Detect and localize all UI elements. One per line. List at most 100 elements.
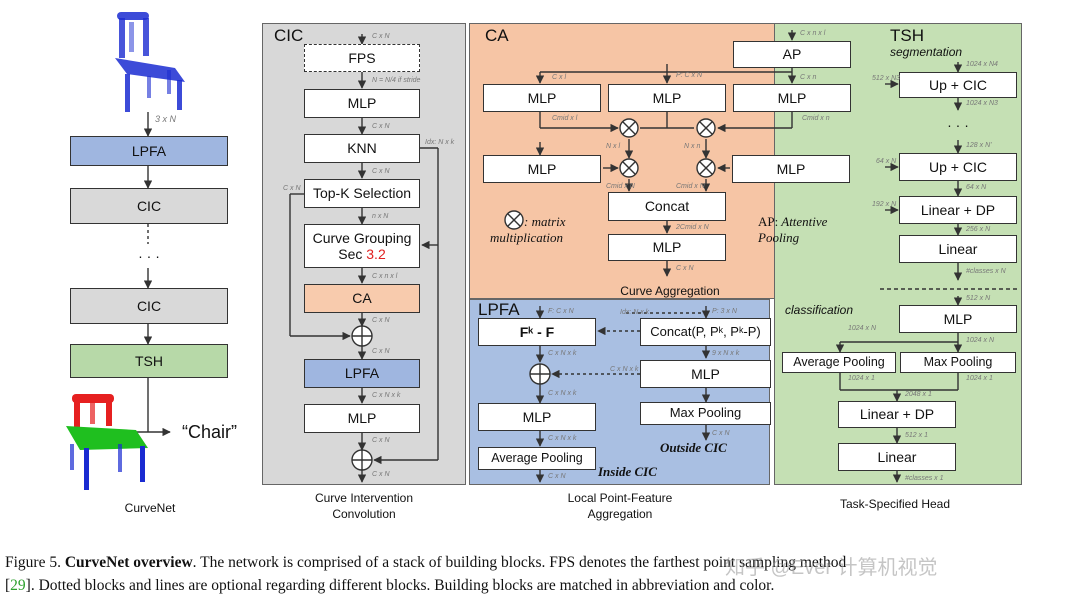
cic-fps: FPS xyxy=(304,44,420,72)
ca-legend-mult-line1: : matrix xyxy=(524,214,566,229)
cic-dim: C x N xyxy=(283,185,301,192)
stack-cic-1: CIC xyxy=(70,188,228,224)
cic-dim: Idx: N x k xyxy=(425,139,455,146)
ca-dim: P: C x N xyxy=(676,72,703,79)
ca-mlp-2: MLP xyxy=(608,84,726,112)
lpfa-dim: C x N xyxy=(712,430,730,437)
tsh-dim: 128 x N' xyxy=(966,142,992,149)
tsh-average-pooling: Average Pooling xyxy=(782,352,896,373)
cic-topk: Top-K Selection xyxy=(304,179,420,208)
ca-mlp-5: MLP xyxy=(732,155,850,183)
caption-prefix: Figure 5. xyxy=(5,554,61,571)
ca-legend-mult-line2: multiplication xyxy=(490,230,563,245)
curve-grouping-label: Curve Grouping xyxy=(312,229,412,246)
tsh-seg-linear-dp: Linear + DP xyxy=(899,196,1017,224)
tsh-segmentation-label: segmentation xyxy=(890,45,963,59)
stack-ellipsis: · · · xyxy=(138,247,160,264)
tsh-seg-ellipsis: · · · xyxy=(947,116,969,133)
lpfa-mlp-right: MLP xyxy=(640,360,771,388)
ca-legend-ap-line2: Pooling xyxy=(758,230,800,245)
lpfa-mlp-left: MLP xyxy=(478,403,596,431)
ca-caption: Curve Aggregation xyxy=(620,284,720,298)
cic-caption-line1: Curve Intervention xyxy=(314,491,414,505)
tsh-dim: 192 x N xyxy=(872,201,897,208)
cic-dim: C x N xyxy=(372,123,390,130)
tsh-dim: 1024 x N xyxy=(966,337,995,344)
ca-dim: 2Cmid x N xyxy=(676,224,709,231)
lpfa-average-pooling: Average Pooling xyxy=(478,447,596,470)
tsh-seg-linear: Linear xyxy=(899,235,1017,263)
cic-dim: N = N/4 if stride xyxy=(372,77,421,84)
lpfa-concat: Concat(P, Pᵏ, Pᵏ-P) xyxy=(640,318,771,346)
lpfa-caption-line2: Aggregation xyxy=(587,507,653,522)
tsh-cls-linear-dp: Linear + DP xyxy=(838,401,956,428)
lpfa-outside-label: Outside CIC xyxy=(660,440,727,455)
ca-legend-ap: AP: Attentive Pooling xyxy=(758,214,827,246)
cic-dim: C x N x k xyxy=(372,392,401,399)
caption-bold: CurveNet overview xyxy=(64,554,193,571)
tsh-dim: 1024 x 1 xyxy=(966,375,993,382)
lpfa-dim: C x N x k xyxy=(548,435,577,442)
ca-dim: Cmid x l xyxy=(552,115,578,122)
stack-lpfa: LPFA xyxy=(70,136,228,166)
tsh-up-cic-2: Up + CIC xyxy=(899,153,1017,181)
lpfa-dim: C x N x k xyxy=(610,366,639,373)
tsh-dim: 64 x N xyxy=(876,158,897,165)
cic-knn: KNN xyxy=(304,134,420,163)
ca-dim: N x n xyxy=(684,143,701,150)
ca-mlp-3: MLP xyxy=(733,84,851,112)
lpfa-concat-label: Concat(P, Pᵏ, Pᵏ-P) xyxy=(650,323,761,339)
lpfa-inside-label: Inside CIC xyxy=(598,464,657,479)
output-label: “Chair” xyxy=(182,422,238,442)
lpfa-fk-minus-f: Fᵏ - F xyxy=(478,318,596,346)
input-dim: 3 x N xyxy=(155,114,177,124)
tsh-dim: #classes x N xyxy=(966,268,1006,275)
tsh-dim: 256 x N xyxy=(966,226,991,233)
tsh-title: TSH xyxy=(890,26,924,45)
caption-ref: [29] xyxy=(5,577,31,594)
ca-dim: C x n xyxy=(800,74,817,81)
multiply-circles xyxy=(504,118,716,230)
ca-ap: AP xyxy=(733,41,851,68)
ca-legend-ap-line1: Attentive xyxy=(781,214,828,229)
tsh-dim: 1024 x N4 xyxy=(966,61,998,68)
cic-caption: Curve Intervention Convolution xyxy=(274,490,454,522)
ca-mlp-4: MLP xyxy=(483,155,601,183)
caption-line1: . The network is comprised of a stack of… xyxy=(192,554,847,571)
tsh-cls-linear: Linear xyxy=(838,443,956,471)
tsh-up-cic-1: Up + CIC xyxy=(899,72,1017,98)
cic-dim: C x N xyxy=(372,317,390,324)
lpfa-dim: C x N x k xyxy=(548,350,577,357)
watermark: 知乎 @Ever 计算机视觉 xyxy=(725,557,938,579)
stack-tsh: TSH xyxy=(70,344,228,378)
cic-ca: CA xyxy=(304,284,420,313)
tsh-caption: Task-Specified Head xyxy=(839,497,951,511)
cic-dim: n x N xyxy=(372,213,389,220)
ca-dim: C x N xyxy=(676,265,694,272)
tsh-dim: 2048 x 1 xyxy=(905,391,932,398)
cic-dim: C x N xyxy=(372,471,390,478)
lpfa-dim: F: C x N xyxy=(548,308,574,315)
tsh-dim: 1024 x N xyxy=(848,325,877,332)
ca-dim: C x n x l xyxy=(800,30,826,37)
cic-mlp-1: MLP xyxy=(304,89,420,118)
ca-dim: N x l xyxy=(606,143,620,150)
cic-lpfa: LPFA xyxy=(304,359,420,388)
tsh-dim: 512 x N3 xyxy=(872,75,901,82)
curvenet-caption: CurveNet xyxy=(124,501,176,515)
cic-dim: C x n x l xyxy=(372,273,398,280)
tsh-dim: #classes x 1 xyxy=(905,475,944,482)
cic-dim: C x N xyxy=(372,348,390,355)
lpfa-dim: 9 x N x k xyxy=(712,350,740,357)
cic-mlp-2: MLP xyxy=(304,404,420,433)
lpfa-caption-line1: Local Point-Feature xyxy=(567,491,673,505)
ca-title: CA xyxy=(485,26,509,45)
tsh-dim: 512 x N xyxy=(966,295,991,302)
cic-curve-grouping: Curve Grouping Sec 3.2 xyxy=(304,224,420,268)
tsh-dim: 512 x 1 xyxy=(905,432,928,439)
lpfa-caption: Local Point-Feature Aggregation xyxy=(520,490,720,522)
tsh-max-pooling: Max Pooling xyxy=(900,352,1016,373)
figure-caption: Figure 5. CurveNet overview. The network… xyxy=(5,551,1077,597)
